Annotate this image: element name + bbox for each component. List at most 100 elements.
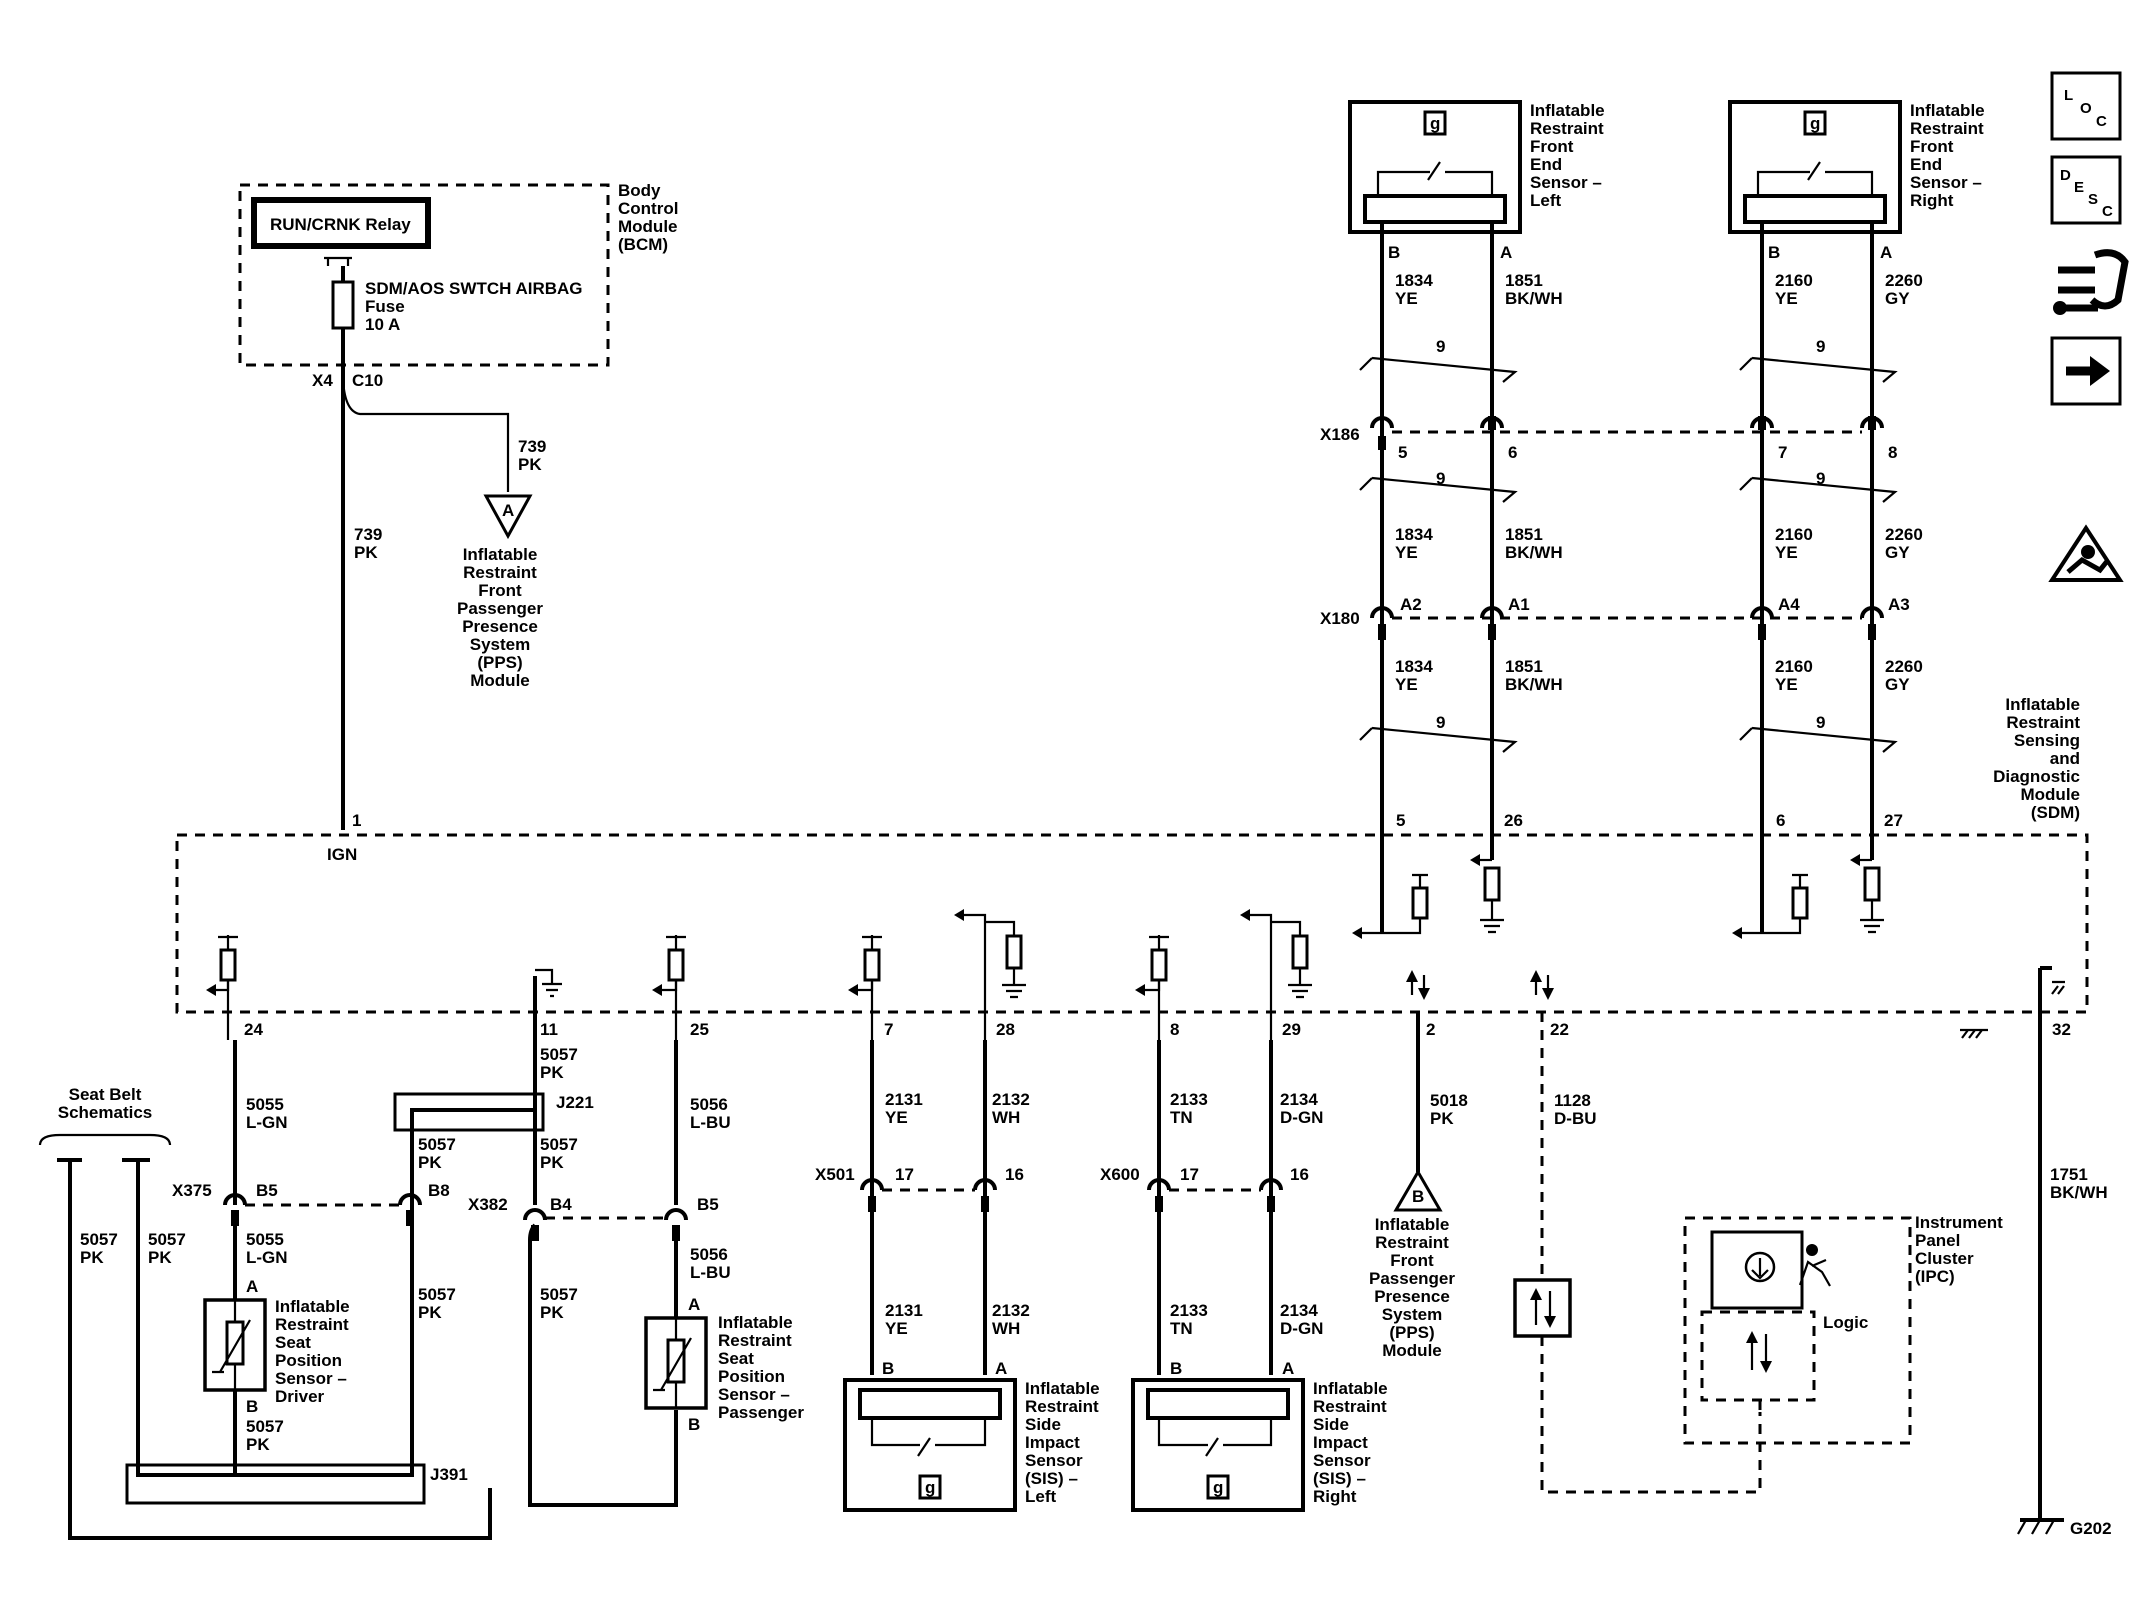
diagram-label: Side [1025, 1415, 1061, 1434]
diagram-label: 2134 [1280, 1301, 1318, 1320]
diagram-label: B [1768, 243, 1780, 262]
diagram-label: BK/WH [1505, 675, 1563, 694]
side-impact-sensor-right: g B A Inflatable Restraint Side Impact S… [1131, 1359, 1388, 1512]
diagram-label: PK [540, 1303, 564, 1322]
diagram-label: 6 [1508, 443, 1517, 462]
diagram-label: J391 [430, 1465, 468, 1484]
pps-label-top-3: Front [478, 581, 522, 600]
desc-icon[interactable]: D E S C [2050, 155, 2122, 225]
diagram-label: X186 [1320, 425, 1360, 444]
run-crnk-relay-label: RUN/CRNK Relay [270, 215, 411, 234]
bcm-conn: X4 [312, 371, 333, 390]
bcm-pin: C10 [352, 371, 383, 390]
bcm-label-4: (BCM) [618, 235, 668, 254]
diagram-label: 29 [1282, 1020, 1301, 1039]
diagram-label: System [1382, 1305, 1442, 1324]
bcm: RUN/CRNK Relay SDM/AOS SWTCH AIRBAG Fuse… [238, 181, 678, 390]
diagram-label: (SIS) – [1025, 1469, 1078, 1488]
diagram-label: 2131 [885, 1301, 923, 1320]
diagram-label: Inflatable [718, 1313, 793, 1332]
diagram-label: Inflatable [2005, 695, 2080, 714]
pps-label-top-1: Inflatable [463, 545, 538, 564]
diagram-label: GY [1885, 289, 1910, 308]
pps-label-top-7: (PPS) [477, 653, 522, 672]
fes-right-label-5: Sensor – [1910, 173, 1982, 192]
diagram-label: B [1170, 1359, 1182, 1378]
bcm-label-2: Control [618, 199, 678, 218]
diagram-label: 9 [1816, 713, 1825, 732]
diagram-label: TN [1170, 1319, 1193, 1338]
diagram-label: Module [2021, 785, 2081, 804]
diagram-label: G202 [2070, 1519, 2112, 1538]
diagram-label: O [2080, 100, 2092, 117]
diagram-label: D-GN [1280, 1108, 1323, 1127]
diagram-label: 16 [1290, 1165, 1309, 1184]
diagram-label: Presence [1374, 1287, 1450, 1306]
pps-label-top-8: Module [470, 671, 530, 690]
diagram-label: 8 [1170, 1020, 1179, 1039]
diagram-label: WH [992, 1319, 1020, 1338]
diagram-label: YE [1775, 543, 1798, 562]
diagram-label: Passenger [1369, 1269, 1455, 1288]
diagram-label: Inflatable [275, 1297, 350, 1316]
connector-end-view-icon[interactable] [2053, 249, 2129, 315]
bcm-label-1: Body [618, 181, 661, 200]
bcm-label-3: Module [618, 217, 678, 236]
pps-label-top-5: Presence [462, 617, 538, 636]
wire-739-circuit-a: 739 [518, 437, 546, 456]
diagram-label: 2260 [1885, 525, 1923, 544]
diagram-label: 1834 [1395, 271, 1433, 290]
diagram-label: 5057 [540, 1135, 578, 1154]
diagram-label: 5057 [246, 1417, 284, 1436]
diagram-label: Sensor – [718, 1385, 790, 1404]
diagram-label: Restraint [2006, 713, 2080, 732]
fes-left-label-1: Inflatable [1530, 101, 1605, 120]
diagram-label: Instrument [1915, 1213, 2003, 1232]
diagram-label: g [1810, 114, 1820, 133]
diagram-label: PK [418, 1303, 442, 1322]
loc-icon[interactable]: L O C [2050, 71, 2122, 141]
diagram-label: Sensor [1313, 1451, 1371, 1470]
diagram-label: Left [1025, 1487, 1057, 1506]
diagram-label: Impact [1313, 1433, 1368, 1452]
diagram-label: 5057 [540, 1285, 578, 1304]
diagram-label: 2133 [1170, 1090, 1208, 1109]
seat-position-sensor-driver: A B Inflatable Restraint Seat Position S… [203, 1277, 350, 1416]
pps-label-top-2: Restraint [463, 563, 537, 582]
diagram-label: 1834 [1395, 525, 1433, 544]
fuse-amp: 10 A [365, 315, 400, 334]
esd-warning-icon[interactable] [2048, 524, 2124, 582]
diagram-label: 1834 [1395, 657, 1433, 676]
diagram-label: Restraint [275, 1315, 349, 1334]
diagram-label: L-BU [690, 1113, 731, 1132]
diagram-label: 2131 [885, 1090, 923, 1109]
diagram-label: 25 [690, 1020, 709, 1039]
diagram-label: Seat [275, 1333, 311, 1352]
next-arrow-icon[interactable] [2050, 336, 2122, 406]
diagram-label: GY [1885, 675, 1910, 694]
diagram-label: 7 [884, 1020, 893, 1039]
diagram-label: Diagnostic [1993, 767, 2080, 786]
diagram-label: 26 [1504, 811, 1523, 830]
junction-j221: J221 [393, 1092, 594, 1205]
diagram-label: 5057 [418, 1285, 456, 1304]
diagram-label: B [1412, 1187, 1424, 1206]
diagram-label: A2 [1400, 595, 1422, 614]
diagram-label: PK [540, 1063, 564, 1082]
twist-markers: 9 9 9 9 9 9 [1359, 337, 1898, 753]
diagram-label: B8 [428, 1181, 450, 1200]
diagram-label: A [1880, 243, 1892, 262]
wire-739-color-b: PK [354, 543, 378, 562]
diagram-label: 5055 [246, 1095, 284, 1114]
diagram-label: 9 [1816, 337, 1825, 356]
fes-right-label-1: Inflatable [1910, 101, 1985, 120]
pps-ref-b: B [1393, 1169, 1443, 1212]
diagram-label: 5056 [690, 1095, 728, 1114]
diagram-label: 9 [1436, 469, 1445, 488]
diagram-label: PK [246, 1435, 270, 1454]
wire-739-circuit-b: 739 [354, 525, 382, 544]
diagram-label: A [995, 1359, 1007, 1378]
side-impact-sensor-left: g B A Inflatable Restraint Side Impact S… [843, 1359, 1100, 1512]
